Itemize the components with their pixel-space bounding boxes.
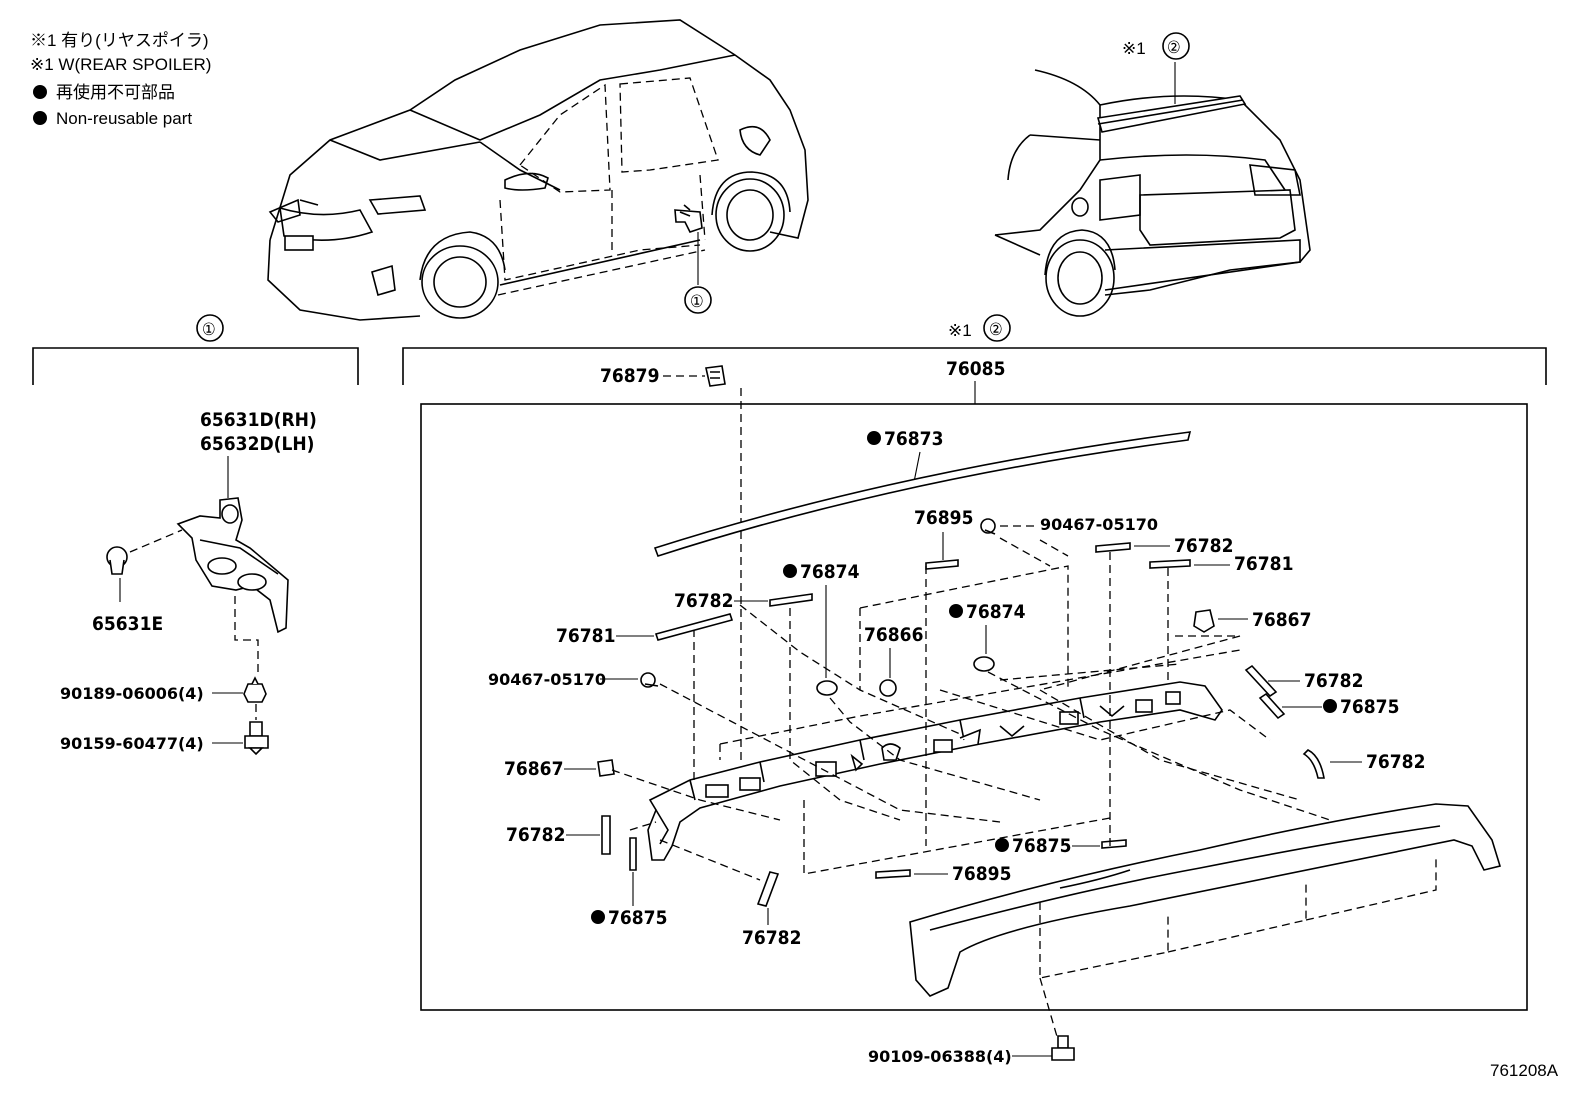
label-76781-tr: 76781 bbox=[1234, 553, 1293, 575]
label-65632d-lh: 65632D(LH) bbox=[200, 433, 314, 455]
callout-2-rear: ② bbox=[1167, 38, 1181, 58]
label-65631d-rh: 65631D(RH) bbox=[200, 409, 317, 431]
pad-76782-r1-icon bbox=[1244, 664, 1278, 698]
car-front-view-icon bbox=[267, 19, 809, 321]
clip-76867-l-icon bbox=[597, 759, 615, 777]
non-reusable-bullet-icon bbox=[33, 111, 47, 125]
label-76874-r: 76874 bbox=[966, 601, 1026, 623]
label-90189-06006: 90189-06006(4) bbox=[60, 684, 204, 703]
seal-strip-76873-icon bbox=[653, 431, 1192, 557]
clip-76867-r-icon bbox=[1193, 609, 1215, 633]
label-76782-r1: 76782 bbox=[1304, 670, 1363, 692]
pad-76875-m-icon bbox=[1101, 839, 1127, 849]
label-76866: 76866 bbox=[864, 624, 923, 646]
callout-1-front: ① bbox=[690, 292, 704, 312]
non-reusable-mark-icon bbox=[949, 604, 963, 618]
label-76781-l: 76781 bbox=[556, 625, 615, 647]
non-reusable-mark-icon bbox=[591, 910, 605, 924]
assembly-box bbox=[420, 403, 1528, 1011]
clip-65631e-icon bbox=[106, 546, 128, 575]
assembly-guidelines bbox=[611, 537, 1437, 1041]
non-reusable-mark-icon bbox=[783, 564, 797, 578]
label-76867-l: 76867 bbox=[504, 758, 563, 780]
pad-76895-top-icon bbox=[925, 559, 959, 570]
non-reusable-bullet-icon bbox=[33, 85, 47, 99]
pad-76875-l-icon bbox=[629, 837, 637, 871]
pad-76782-l-icon bbox=[769, 593, 813, 607]
non-reusable-mark-icon bbox=[867, 431, 881, 445]
pad-76782-tr-icon bbox=[1095, 542, 1131, 553]
pad-76782-ll-icon bbox=[601, 815, 611, 855]
legend-bullet-jp: 再使用不可部品 bbox=[56, 82, 175, 102]
label-76782-ll: 76782 bbox=[506, 824, 565, 846]
grommet-76874-l-icon bbox=[816, 680, 838, 696]
clip-90467-top-icon bbox=[980, 518, 996, 535]
spoiler-inner-frame-icon bbox=[647, 681, 1223, 861]
car-rear-view-icon bbox=[994, 69, 1311, 317]
section-2-callout: ② bbox=[989, 320, 1003, 340]
label-76782-b: 76782 bbox=[742, 927, 801, 949]
section-2-bracket bbox=[402, 347, 1547, 385]
label-76873: 76873 bbox=[884, 428, 943, 450]
section-2-star: ※1 bbox=[948, 321, 972, 340]
clip-76879-icon bbox=[705, 365, 726, 387]
label-76875-l: 76875 bbox=[608, 907, 667, 929]
pad-76781-l-icon bbox=[654, 613, 734, 641]
bolt-90109-icon bbox=[1051, 1035, 1075, 1061]
grommet-76874-r-icon bbox=[973, 656, 995, 672]
screw-90159-icon bbox=[244, 721, 269, 756]
label-76867-r: 76867 bbox=[1252, 609, 1311, 631]
label-76782-tr: 76782 bbox=[1174, 535, 1233, 557]
section-1-callout: ① bbox=[202, 320, 216, 340]
spoiler-outer-cover-icon bbox=[909, 803, 1502, 997]
side-bracket-icon bbox=[176, 497, 289, 634]
legend-note-jp: ※1 有り(リヤスポイラ) bbox=[30, 31, 209, 50]
label-76782-l: 76782 bbox=[674, 590, 733, 612]
label-90159-60477: 90159-60477(4) bbox=[60, 734, 204, 753]
label-76875-r: 76875 bbox=[1340, 696, 1399, 718]
callout-star1-rear: ※1 bbox=[1122, 39, 1146, 58]
pad-76782-r2-icon bbox=[1302, 749, 1325, 779]
pad-76782-b-icon bbox=[756, 871, 780, 907]
label-90467-05170-l: 90467-05170 bbox=[488, 670, 606, 689]
pad-76781-tr-icon bbox=[1149, 559, 1191, 569]
nut-90189-icon bbox=[243, 676, 267, 703]
legend-note-en: ※1 W(REAR SPOILER) bbox=[30, 55, 211, 74]
clip-90467-l-icon bbox=[640, 672, 659, 688]
legend-bullet-en: Non-reusable part bbox=[56, 109, 192, 128]
label-76895-top: 76895 bbox=[914, 507, 973, 529]
label-90109-06388: 90109-06388(4) bbox=[868, 1047, 1012, 1066]
label-76875-m: 76875 bbox=[1012, 835, 1071, 857]
section-1-bracket bbox=[32, 347, 359, 385]
label-76782-r2: 76782 bbox=[1366, 751, 1425, 773]
label-76874-l: 76874 bbox=[800, 561, 860, 583]
non-reusable-mark-icon bbox=[995, 838, 1009, 852]
plug-76866-icon bbox=[879, 679, 897, 697]
label-76085-assembly: 76085 bbox=[946, 358, 1005, 380]
label-76895-b: 76895 bbox=[952, 863, 1011, 885]
label-90467-05170-top: 90467-05170 bbox=[1040, 515, 1158, 534]
non-reusable-mark-icon bbox=[1323, 699, 1337, 713]
label-65631e: 65631E bbox=[92, 613, 163, 635]
legend: ※1 有り(リヤスポイラ) ※1 W(REAR SPOILER) 再使用不可部品… bbox=[30, 31, 211, 128]
pad-76875-r-icon bbox=[1258, 692, 1286, 720]
figure-code: 761208A bbox=[1490, 1061, 1559, 1080]
label-76879: 76879 bbox=[600, 365, 659, 387]
pad-76895-b-icon bbox=[875, 869, 911, 879]
